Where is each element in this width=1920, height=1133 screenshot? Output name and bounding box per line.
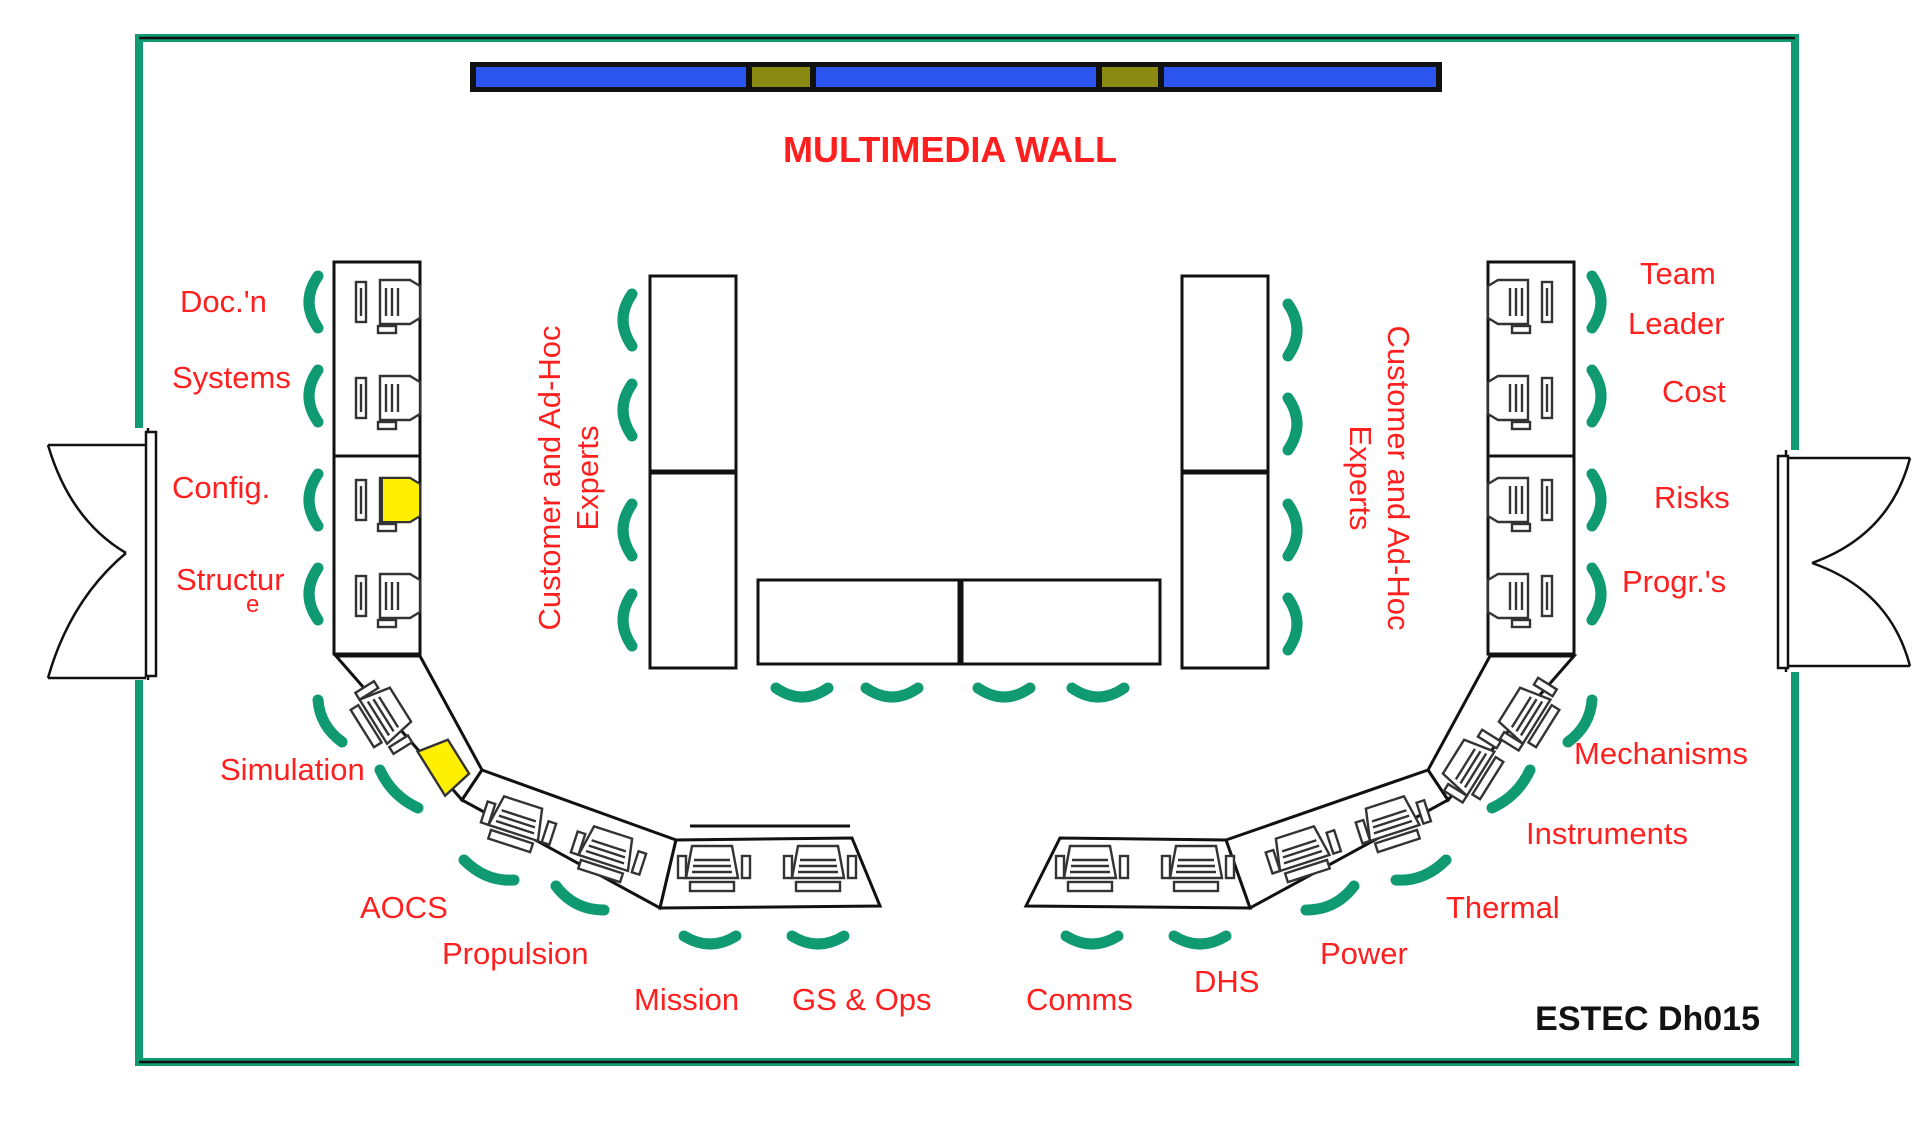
chair [1586, 270, 1607, 334]
left-workstation-column [332, 260, 422, 656]
label-risks: Risks [1654, 480, 1730, 515]
left-door [46, 430, 158, 680]
chair [1282, 498, 1303, 562]
multimedia-wall-label: MULTIMEDIA WALL [783, 129, 1117, 170]
label-thermal: Thermal [1446, 890, 1560, 925]
label-doc: Doc.'n [180, 284, 267, 319]
label-programmatics: Progr.'s [1622, 564, 1726, 599]
chair [617, 378, 638, 442]
left-expert-label-line2: Experts [570, 425, 605, 530]
chair [770, 682, 834, 703]
label-systems: Systems [172, 360, 291, 395]
label-aocs: AOCS [360, 890, 448, 925]
left-expert-label-line1: Customer and Ad-Hoc [532, 326, 567, 631]
chair [458, 854, 520, 886]
label-comms: Comms [1026, 982, 1133, 1017]
label-simulation: Simulation [220, 752, 365, 787]
chair [678, 930, 742, 950]
chair [1586, 468, 1607, 532]
label-gs-ops: GS & Ops [792, 982, 932, 1017]
chair [1168, 930, 1232, 950]
chair [312, 694, 348, 748]
chair [1300, 880, 1360, 916]
multimedia-wall-screens [470, 62, 1442, 92]
chair [303, 468, 324, 532]
chair [1486, 764, 1536, 814]
room-tag: ESTEC Dh015 [1535, 1000, 1760, 1038]
chair [786, 930, 850, 950]
chair [303, 562, 324, 626]
chair [1066, 682, 1130, 703]
label-structure-line2: e [246, 591, 259, 618]
label-instruments: Instruments [1526, 816, 1688, 851]
central-expert-tables [648, 274, 1270, 670]
chair [303, 364, 324, 428]
chair [860, 682, 924, 703]
right-expert-label: Customer and Ad-Hoc Experts [1343, 326, 1416, 631]
label-mechanisms: Mechanisms [1574, 736, 1748, 771]
chair [1562, 694, 1598, 748]
chair [303, 270, 324, 334]
chair [617, 588, 638, 652]
right-expert-label-line1: Customer and Ad-Hoc [1381, 326, 1416, 631]
chair [1060, 930, 1124, 950]
chair [1390, 854, 1452, 886]
chair [1282, 392, 1303, 456]
right-workstation-column [1486, 260, 1576, 656]
right-expert-label-line2: Experts [1343, 425, 1378, 530]
config-monitor-highlight [381, 477, 421, 523]
label-mission: Mission [634, 982, 739, 1017]
chair [1282, 592, 1303, 656]
chair [550, 880, 610, 916]
label-team-leader-line2: Leader [1628, 306, 1725, 341]
right-door [1776, 454, 1912, 670]
left-expert-label: Customer and Ad-Hoc Experts [532, 326, 605, 631]
label-power: Power [1320, 936, 1408, 971]
label-cost: Cost [1662, 374, 1726, 409]
label-config: Config. [172, 470, 270, 505]
label-dhs: DHS [1194, 964, 1259, 999]
label-propulsion: Propulsion [442, 936, 588, 971]
label-structure-line1: Structur [176, 562, 285, 597]
chairs [303, 270, 1607, 950]
chair [1586, 562, 1607, 626]
label-team-leader-line1: Team [1640, 256, 1716, 291]
chair [617, 498, 638, 562]
chair [1282, 298, 1303, 362]
chair [1586, 364, 1607, 428]
chair [972, 682, 1036, 703]
chair [617, 288, 638, 352]
lower-right-workstation-arm [1023, 654, 1578, 911]
lower-left-workstation-arm [332, 654, 883, 911]
chair [374, 764, 424, 814]
